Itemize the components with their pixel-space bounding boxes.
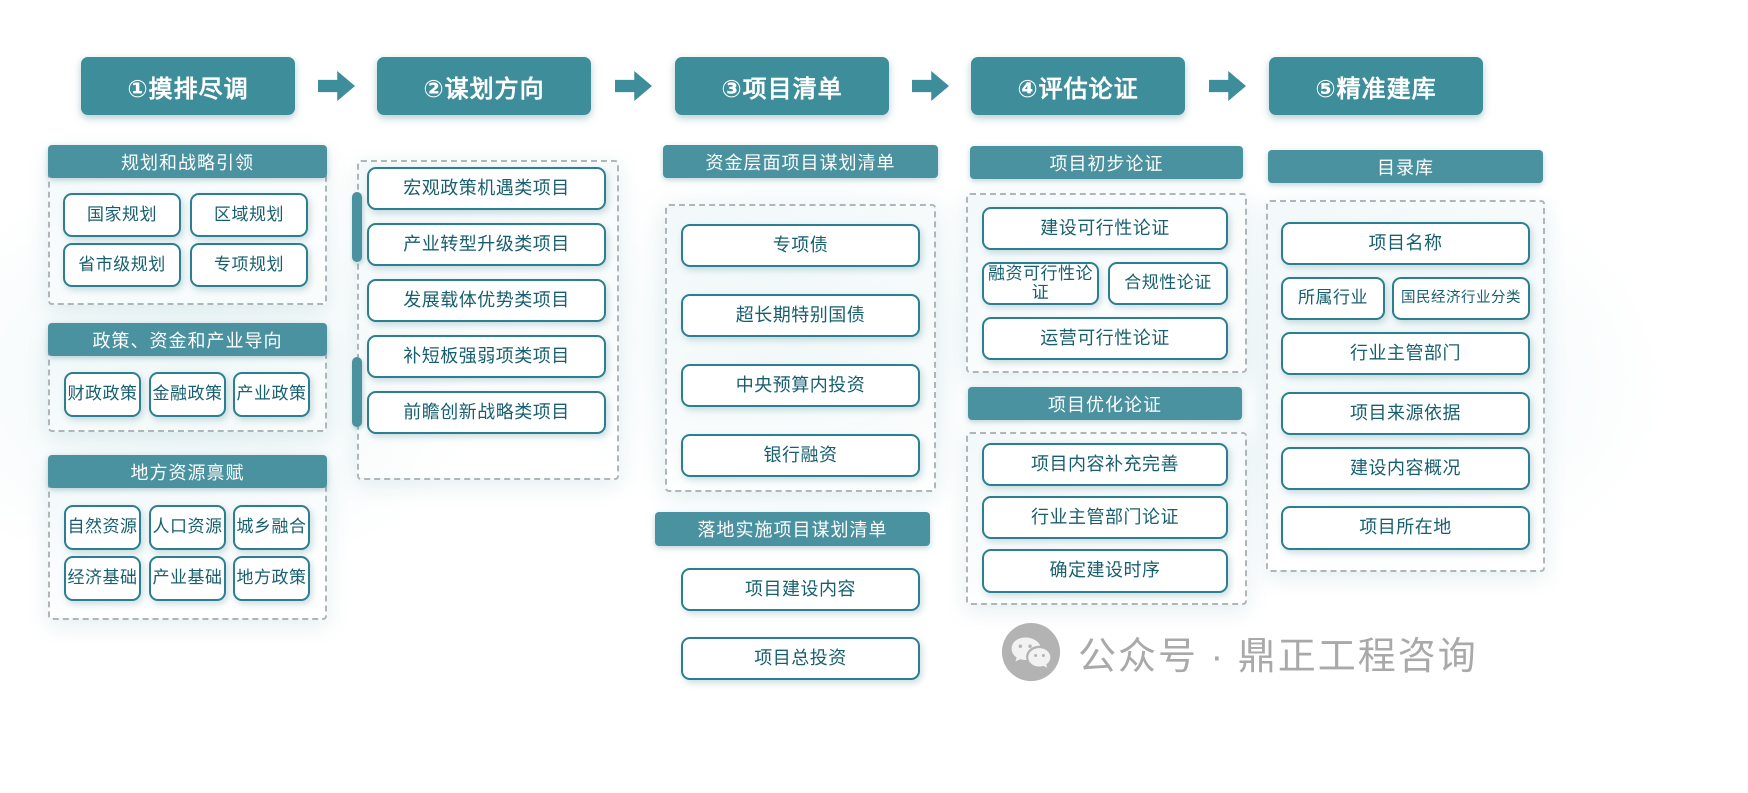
box-local-policy: 地方政策 — [233, 556, 310, 601]
group-header-implementation-list: 落地实施项目谋划清单 — [655, 512, 930, 546]
box-industry-policy: 产业政策 — [233, 372, 310, 417]
connector-tab — [352, 357, 362, 427]
box-natural-resources: 自然资源 — [64, 505, 141, 550]
box-industry-belonging: 所属行业 — [1281, 277, 1385, 320]
box-special-plan: 专项规划 — [190, 243, 308, 287]
box-finance-policy: 金融政策 — [149, 372, 226, 417]
box-industry-authority: 行业主管部门 — [1281, 332, 1530, 375]
box-industry-upgrade-projects: 产业转型升级类项目 — [367, 223, 606, 266]
box-compliance-review: 合规性论证 — [1108, 262, 1228, 305]
box-project-total-investment: 项目总投资 — [681, 637, 920, 680]
step-button-2: ②谋划方向 — [377, 57, 591, 115]
box-population-resources: 人口资源 — [149, 505, 226, 550]
watermark: 公众号 · 鼎正工程咨询 — [1000, 618, 1478, 686]
wechat-icon — [1000, 621, 1062, 683]
box-construction-overview: 建设内容概况 — [1281, 447, 1530, 490]
box-national-economy-classification: 国民经济行业分类 — [1392, 277, 1530, 320]
box-innovation-strategy-projects: 前瞻创新战略类项目 — [367, 391, 606, 434]
step-button-5: ⑤精准建库 — [1269, 57, 1483, 115]
box-financing-feasibility: 融资可行性论证 — [982, 262, 1099, 305]
group-header-funding-list: 资金层面项目谋划清单 — [663, 145, 938, 178]
group-header-planning-strategy: 规划和战略引领 — [48, 145, 327, 178]
box-authority-review: 行业主管部门论证 — [982, 496, 1228, 539]
step-button-1: ①摸排尽调 — [81, 57, 295, 115]
group-header-initial-review: 项目初步论证 — [970, 146, 1243, 179]
box-ultra-long-bond: 超长期特别国债 — [681, 294, 920, 337]
box-provincial-plan: 省市级规划 — [63, 243, 181, 287]
arrow-right-icon — [912, 71, 949, 101]
box-central-budget-investment: 中央预算内投资 — [681, 364, 920, 407]
step-button-3: ③项目清单 — [675, 57, 889, 115]
box-carrier-advantage-projects: 发展载体优势类项目 — [367, 279, 606, 322]
watermark-text: 公众号 · 鼎正工程咨询 — [1078, 635, 1478, 678]
box-project-name: 项目名称 — [1281, 222, 1530, 265]
box-bank-financing: 银行融资 — [681, 434, 920, 477]
box-urban-rural: 城乡融合 — [233, 505, 310, 550]
box-shortboard-projects: 补短板强弱项类项目 — [367, 335, 606, 378]
group-header-catalog-library: 目录库 — [1268, 150, 1543, 183]
box-operation-feasibility: 运营可行性论证 — [982, 317, 1228, 360]
arrow-right-icon — [615, 71, 652, 101]
group-header-optimization-review: 项目优化论证 — [968, 387, 1242, 420]
box-macro-policy-projects: 宏观政策机遇类项目 — [367, 167, 606, 210]
box-construction-sequencing: 确定建设时序 — [982, 549, 1228, 593]
arrow-right-icon — [318, 71, 355, 101]
step-button-4: ④评估论证 — [971, 57, 1185, 115]
box-national-plan: 国家规划 — [63, 193, 181, 237]
connector-tab — [352, 192, 362, 262]
box-construction-feasibility: 建设可行性论证 — [982, 207, 1228, 250]
box-economic-base: 经济基础 — [64, 556, 141, 601]
box-industrial-base: 产业基础 — [149, 556, 226, 601]
box-special-bond: 专项债 — [681, 224, 920, 267]
box-regional-plan: 区域规划 — [190, 193, 308, 237]
box-project-location: 项目所在地 — [1281, 506, 1530, 550]
box-content-supplement: 项目内容补充完善 — [982, 443, 1228, 486]
box-project-source-basis: 项目来源依据 — [1281, 392, 1530, 435]
arrow-right-icon — [1209, 71, 1246, 101]
box-fiscal-policy: 财政政策 — [64, 372, 141, 417]
group-header-policy-funding: 政策、资金和产业导向 — [48, 323, 327, 356]
box-project-construction-content: 项目建设内容 — [681, 568, 920, 611]
group-header-local-resources: 地方资源禀赋 — [48, 455, 327, 488]
